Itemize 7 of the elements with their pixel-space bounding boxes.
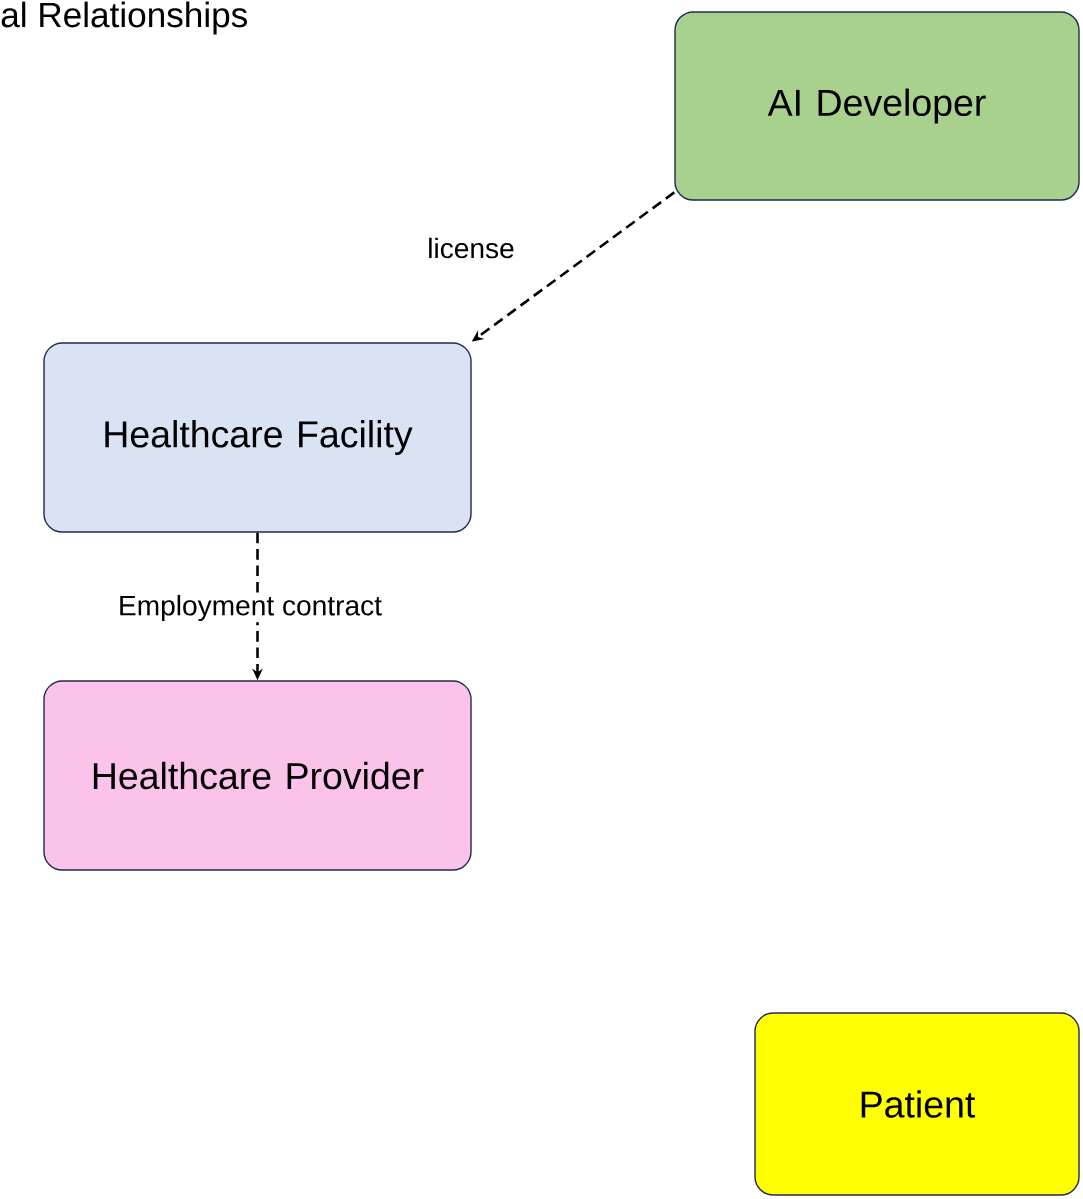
process-box: Healthcare Facility bbox=[43, 342, 472, 533]
edge-label: license bbox=[426, 236, 516, 260]
edge-label: Employment contract bbox=[116, 593, 384, 623]
process-box: Healthcare Provider bbox=[43, 680, 472, 871]
process-box: AI Developer bbox=[674, 11, 1080, 201]
title: al Relationships bbox=[1, 1, 247, 35]
process-box: Patient bbox=[754, 1012, 1080, 1196]
